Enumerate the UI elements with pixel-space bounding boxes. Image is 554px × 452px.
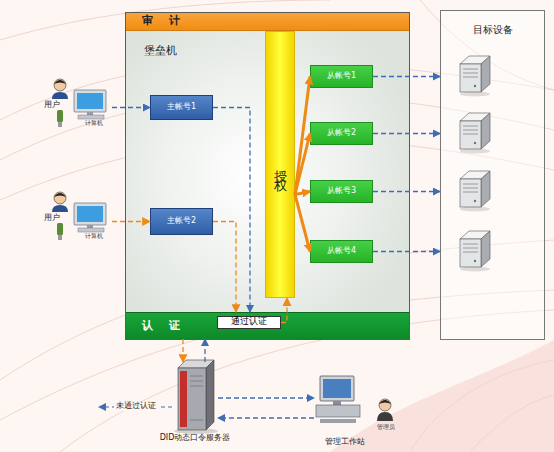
- server-icon: [460, 171, 490, 212]
- dashed-arrow: [213, 222, 236, 313]
- band-label: 认 证: [142, 320, 186, 332]
- master-account-box: 主帐号2: [150, 208, 213, 235]
- target-devices-box: 目标设备: [440, 10, 545, 340]
- authentication-band: 认 证 通过认证: [126, 312, 409, 339]
- authorization-arrow: [295, 195, 310, 252]
- authorization-arrow: [295, 77, 310, 195]
- box-title: 堡垒机: [144, 45, 177, 57]
- dashed-arrow: [373, 76, 440, 77]
- user-computer-icon: [52, 79, 106, 127]
- administrator-icon: [379, 400, 391, 404]
- workstation-icon: [320, 376, 354, 401]
- device-label: 计算机: [76, 233, 112, 240]
- user-label: 用户: [44, 101, 60, 110]
- dashed-arrow: [204, 339, 205, 362]
- dashed-arrow: [213, 108, 250, 313]
- device-label: 计算机: [76, 120, 112, 127]
- background-swoosh: [330, 340, 554, 452]
- otp-server-icon: [190, 381, 203, 382]
- dashed-arrow: [373, 133, 440, 134]
- user-terminal: 用户计算机: [40, 193, 112, 245]
- workstation-icon: [323, 379, 351, 398]
- box-title: 目标设备: [441, 24, 544, 35]
- dashed-arrow: [112, 221, 150, 222]
- sub-account-box: 从帐号1: [310, 65, 373, 88]
- dashed-arrow: [373, 251, 440, 252]
- server-icon: [460, 113, 490, 154]
- master-account-box: 主帐号1: [150, 95, 213, 120]
- band-label: 授权: [273, 160, 287, 176]
- background-swirl: [410, 360, 554, 452]
- box-label: 从帐号2: [311, 129, 372, 138]
- otp-server: DID动态口令服务器: [172, 362, 218, 432]
- rejected-label: 未通过认证: [114, 402, 158, 411]
- rejected-arrow: [98, 403, 172, 411]
- band-label: 审 计: [142, 15, 186, 27]
- otp-server-icon: [190, 376, 203, 377]
- bastion-host-box: 堡垒机 审 计主帐号1 主帐号2 授权 从帐号1 从帐号2 从帐号3 从帐号4 认 证 通过认证: [125, 12, 410, 340]
- dashed-arrow: [182, 339, 183, 362]
- dashed-arrow: [218, 417, 314, 418]
- administrator-icon: [379, 399, 391, 411]
- auth-passed-box: 通过认证: [217, 316, 281, 329]
- user-terminal: 用户计算机: [40, 80, 112, 132]
- device-label: DID动态口令服务器: [145, 434, 245, 443]
- otp-server-icon: [190, 420, 203, 421]
- sub-account-box: 从帐号2: [310, 122, 373, 145]
- rejected-arrow: [98, 403, 106, 411]
- workstation-icon: [316, 376, 360, 423]
- otp-server-icon: [206, 360, 214, 430]
- background-swirl: [470, 395, 554, 452]
- dashed-arrow: [281, 298, 287, 323]
- device-label: 管理工作站: [310, 438, 380, 447]
- authorization-arrow: [295, 192, 310, 195]
- workstation-icon: [333, 401, 341, 405]
- workstation-icon: [320, 419, 356, 423]
- workstation-icon: [316, 405, 360, 417]
- sub-account-box: 从帐号3: [310, 180, 373, 203]
- box-label: 通过认证: [218, 317, 280, 327]
- administrator-icon: [377, 412, 393, 421]
- dashed-arrow: [112, 107, 150, 108]
- otp-server-icon: [180, 371, 187, 427]
- box-label: 从帐号4: [311, 247, 372, 256]
- otp-server-icon: [174, 360, 218, 434]
- audit-band: 审 计: [126, 13, 409, 31]
- dashed-arrow: [373, 191, 440, 192]
- otp-server-icon: [174, 428, 218, 434]
- background-swoosh: [330, 340, 554, 452]
- box-label: 主帐号2: [151, 217, 212, 226]
- otp-server-icon: [178, 368, 206, 430]
- authorization-arrow: [295, 134, 310, 195]
- administrator-icon: [377, 399, 393, 421]
- user-computer-icon: [52, 192, 106, 240]
- otp-server-icon: [178, 360, 214, 368]
- server-icon: [460, 231, 490, 272]
- role-label: 管理员: [375, 424, 397, 431]
- dashed-arrow: [218, 397, 314, 398]
- sub-account-box: 从帐号4: [310, 240, 373, 263]
- box-label: 从帐号3: [311, 187, 372, 196]
- box-label: 主帐号1: [151, 103, 212, 112]
- admin-workstation: 管理工作站: [314, 374, 362, 424]
- user-label: 用户: [44, 214, 60, 223]
- box-label: 从帐号1: [311, 72, 372, 81]
- otp-server-icon: [190, 386, 203, 387]
- server-icon: [460, 56, 490, 97]
- authorization-band: 授权: [265, 31, 295, 298]
